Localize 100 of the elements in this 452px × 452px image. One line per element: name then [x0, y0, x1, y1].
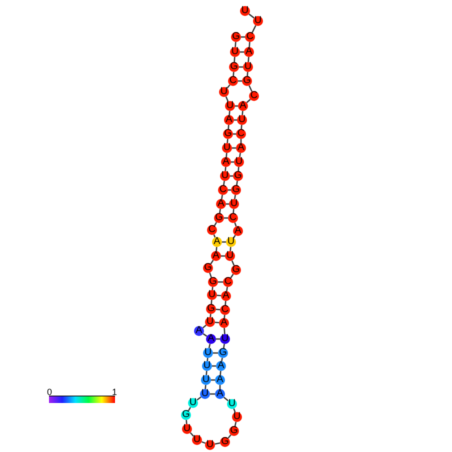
nucleotide-circle: U — [225, 101, 235, 111]
nucleotide-circle: U — [205, 317, 215, 327]
backbone-line — [228, 434, 232, 439]
nucleotide-circle: G — [181, 410, 191, 420]
nucleotide-circle: A — [233, 226, 243, 236]
nucleotide-circle: U — [205, 440, 215, 450]
backbone-line — [190, 432, 194, 437]
nucleotide-circle: A — [216, 199, 226, 209]
backbone-line — [234, 194, 236, 200]
nucleotide-circle: U — [234, 157, 244, 167]
backbone-line — [202, 324, 207, 328]
backbone-line — [236, 180, 238, 186]
backbone-line — [208, 344, 211, 348]
nucleotide-circle: C — [207, 225, 217, 235]
backbone-line — [223, 396, 229, 402]
nucleotide-circle: U — [219, 87, 229, 97]
backbone-line — [231, 260, 235, 266]
nucleotide-circle: G — [229, 426, 239, 436]
nucleotide-circle: A — [211, 251, 221, 261]
nucleotide-circle: A — [216, 361, 226, 371]
nucleotide-circle: C — [228, 213, 238, 223]
backbone-line — [234, 42, 236, 48]
nucleotide-circle: U — [182, 424, 192, 434]
nucleotide-circle: A — [212, 237, 222, 247]
nucleotide-circle: A — [224, 115, 234, 125]
nucleotide-circle: U — [222, 143, 232, 153]
backbone-line — [209, 272, 212, 278]
nucleotide-circle: U — [207, 290, 217, 300]
nucleotide-circle: U — [229, 199, 239, 209]
nucleotide-circle: U — [192, 435, 202, 445]
nucleotide-circle: U — [226, 237, 236, 247]
nucleotide-circle: A — [219, 318, 229, 328]
nucleotide-circle: U — [253, 16, 263, 26]
nucleotide-circle: U — [202, 361, 212, 371]
nucleotide-circle: A — [244, 47, 254, 57]
backbone-line — [240, 124, 242, 130]
nucleotide-circle: G — [220, 437, 230, 447]
backbone-line — [252, 25, 256, 33]
nucleotide-circle: G — [214, 213, 224, 223]
backbone-line — [248, 56, 250, 62]
nucleotide-circle: U — [188, 398, 198, 408]
nucleotide-circle: U — [232, 412, 242, 422]
nucleotide-circle: G — [231, 32, 241, 42]
nucleotide-circle: U — [227, 399, 237, 409]
nucleotide-circle: G — [218, 348, 228, 358]
backbone-line — [228, 124, 230, 130]
nucleotide-circle: U — [243, 62, 253, 72]
nucleotide-circle: U — [225, 251, 235, 261]
nucleotide-circle: G — [231, 185, 241, 195]
nucleotide-circle: U — [200, 389, 210, 399]
backbone-line — [248, 42, 250, 48]
backbone-line — [196, 396, 202, 401]
backbone-line — [223, 180, 225, 186]
backbone-line — [246, 98, 251, 104]
backbone-line — [221, 194, 223, 200]
nucleotide-circle: A — [221, 157, 231, 167]
backbone-line — [202, 333, 208, 337]
nucleotide-circle: U — [220, 171, 230, 181]
backbone-line — [248, 85, 252, 92]
backbone-line — [234, 56, 236, 62]
nucleotide-circle: G — [231, 265, 241, 275]
nucleotide-circle: U — [230, 47, 240, 57]
nucleotide-circle: A — [238, 101, 248, 111]
nucleotide-circle: U — [201, 375, 211, 385]
backbone-line — [221, 358, 223, 362]
nucleotide-circle: A — [215, 389, 225, 399]
nucleotide-circle: A — [194, 326, 204, 336]
backbone-line — [234, 422, 237, 426]
nucleotide-circle: C — [218, 185, 228, 195]
nucleotide-circle: C — [223, 277, 233, 287]
nucleotide-circle: C — [228, 76, 238, 86]
nucleotide-circle: G — [203, 263, 213, 273]
backbone-line — [224, 328, 226, 334]
nucleotide-circle: C — [249, 91, 259, 101]
nucleotide-circle: A — [236, 143, 246, 153]
backbone-line — [210, 260, 214, 264]
nucleotide-circle: U — [203, 348, 213, 358]
nucleotide-circle: C — [220, 305, 230, 315]
nucleotide-circle: G — [233, 171, 243, 181]
scale-tick-label: 1 — [112, 388, 118, 397]
nucleotide-circle: G — [206, 304, 216, 314]
nucleotide-circle: A — [206, 334, 216, 344]
nucleotide-circle: U — [237, 115, 247, 125]
backbone-line — [214, 442, 220, 445]
nucleotide-circle: C — [245, 32, 255, 42]
backbone-line — [239, 152, 241, 158]
backbone-line — [230, 274, 234, 278]
nucleotide-circle: U — [240, 6, 250, 16]
nucleotide-circle: C — [236, 129, 246, 139]
scale-tick-label: 0 — [47, 388, 52, 397]
nucleotide-circle: U — [220, 334, 230, 344]
nucleotide-circle: G — [223, 129, 233, 139]
backbone-line — [226, 286, 228, 292]
backbone-line — [248, 14, 254, 18]
nucleotide-circle: G — [242, 76, 252, 86]
nucleotide-circle: G — [229, 62, 239, 72]
nucleotide-circle: G — [208, 277, 218, 287]
nucleotide-circle: A — [215, 375, 225, 385]
backbone-line — [219, 208, 221, 214]
nucleotide-circle: A — [221, 291, 231, 301]
